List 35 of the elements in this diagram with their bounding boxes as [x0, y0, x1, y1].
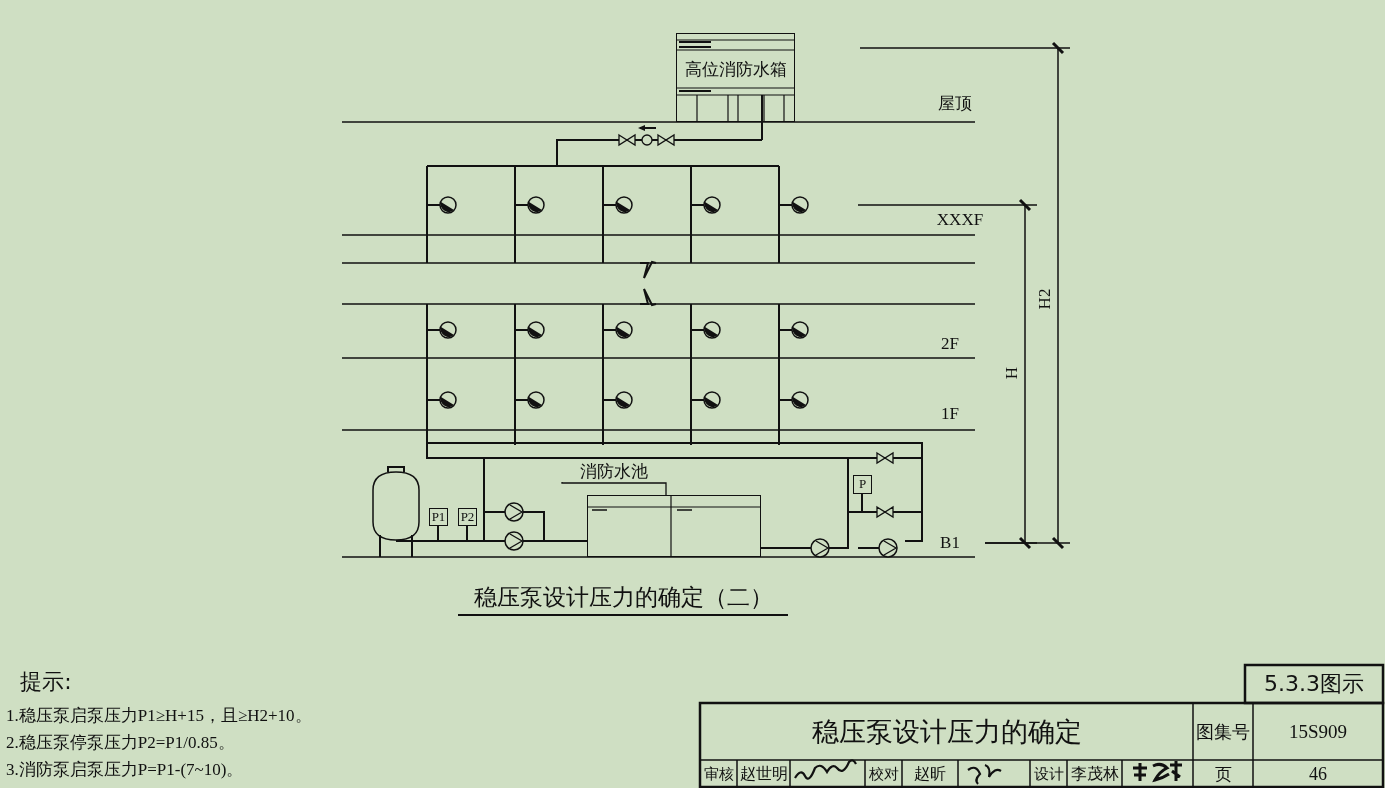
field-label: 审核	[703, 764, 735, 784]
page-number: 46	[1308, 762, 1328, 786]
pipe	[437, 525, 439, 542]
floor-label: 1F	[940, 403, 960, 425]
pool-label: 消防水池	[562, 460, 666, 482]
note-text: 3.消防泵启泵压力P=P1-(7~10)。	[6, 758, 245, 781]
piping-drawing	[372, 125, 923, 558]
pipe	[760, 547, 791, 549]
person-name: 赵昕	[913, 763, 947, 784]
note-text: 2.稳压泵停泵压力P2=P1/0.85。	[6, 731, 236, 754]
tank-label: 高位消防水箱	[683, 59, 788, 81]
drawing-title: 稳压泵设计压力的确定	[810, 714, 1083, 749]
person-name: 李茂林	[1069, 763, 1120, 784]
floor-label: B1	[939, 532, 961, 554]
note-text: 1.稳压泵启泵压力P1≥H+15，且≥H2+10。	[6, 704, 313, 727]
floor-label: XXXF	[935, 209, 985, 231]
field-label: 图集号	[1195, 720, 1251, 744]
pipe	[559, 540, 588, 542]
floor-label: 屋顶	[937, 92, 973, 114]
pipe	[861, 493, 863, 513]
dimension-label: H	[1001, 365, 1022, 382]
water-tank	[676, 33, 795, 122]
leader-line	[561, 481, 667, 496]
atlas-number: 15S909	[1287, 719, 1349, 744]
floor-label: 2F	[940, 333, 960, 355]
field-label: 设计	[1032, 764, 1065, 784]
person-name: 赵世明	[738, 763, 789, 784]
dimension-label: H2	[1034, 287, 1055, 312]
field-label: 校对	[867, 764, 900, 784]
diagram-title: 稳压泵设计压力的确定（二）	[458, 580, 788, 616]
field-label: 页	[1213, 763, 1233, 786]
notes-heading: 提示:	[19, 668, 73, 696]
pipe	[466, 525, 468, 542]
pipe	[761, 121, 763, 141]
figure-number: 5.3.3图示	[1263, 670, 1365, 698]
